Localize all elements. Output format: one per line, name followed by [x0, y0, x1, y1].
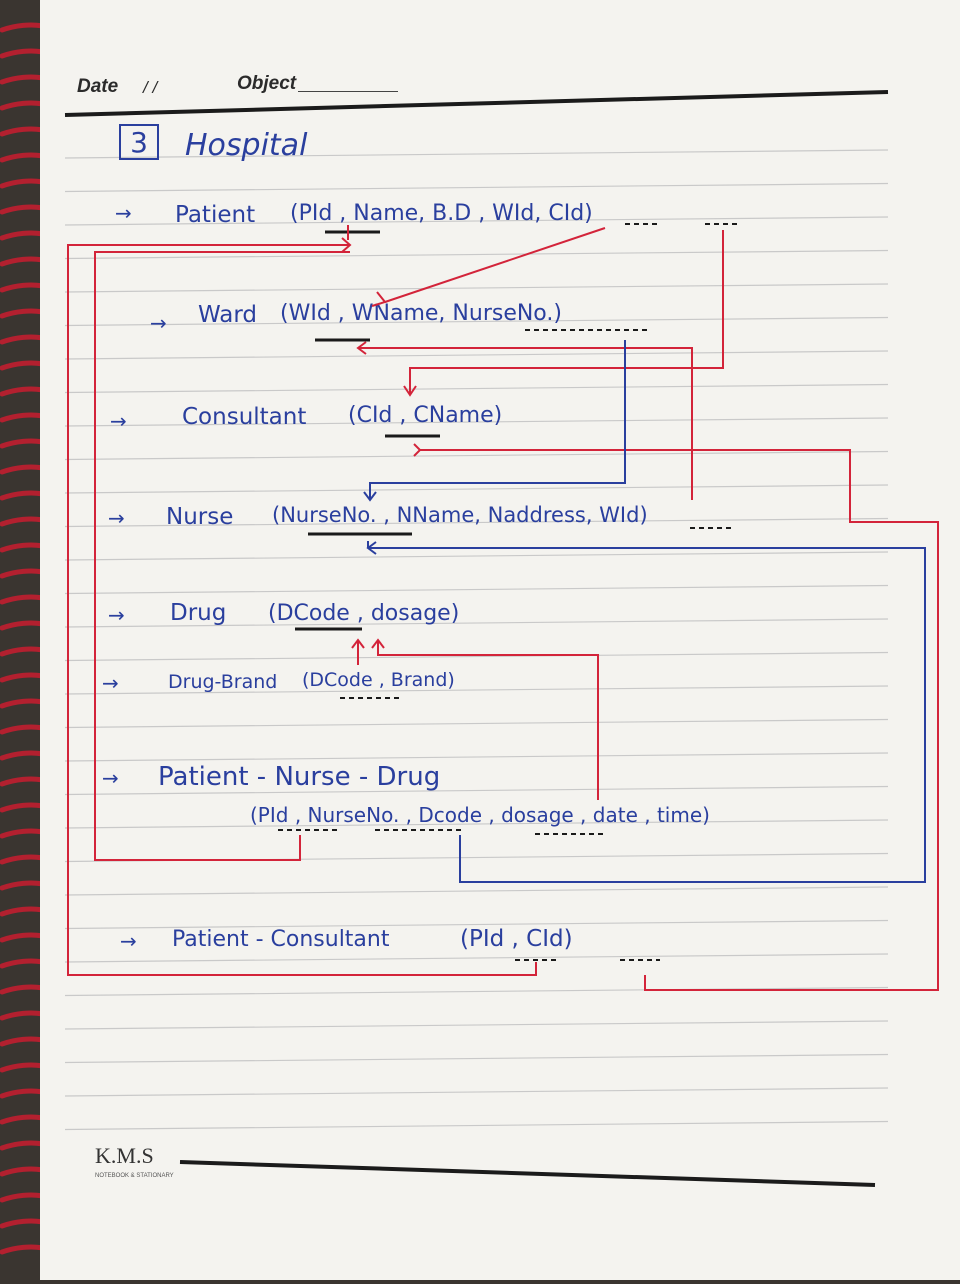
ruled-line: [64, 618, 889, 628]
ruled-line: [64, 886, 889, 896]
blue-link-lines: [363, 340, 926, 883]
relation-nurse: → Nurse (NurseNo. , NName, Naddress, WId…: [108, 503, 648, 530]
date-slashes: / /: [143, 78, 158, 97]
red-link-lines: [67, 225, 939, 991]
footer-brand: K.M.S: [95, 1143, 154, 1168]
ruled-line: [64, 149, 889, 159]
footer-rule: [179, 1160, 876, 1187]
relation-patient-consultant: → Patient - Consultant (PId , CId): [120, 926, 573, 953]
ruled-line: [64, 551, 889, 561]
object-underline: [298, 91, 398, 92]
foreign-key-underlines: [278, 223, 740, 961]
row-arrow: →: [102, 671, 119, 695]
ruled-line: [64, 1020, 889, 1030]
relation-patient-nurse-drug: → Patient - Nurse - Drug (PId , NurseNo.…: [102, 762, 710, 827]
relation-attrs: (DCode , Brand): [302, 669, 455, 691]
row-arrow: →: [120, 929, 137, 953]
relation-drug: → Drug (DCode , dosage): [108, 600, 459, 627]
primary-key-underlines: [295, 230, 440, 631]
ruled-line: [64, 450, 889, 461]
row-arrow: →: [108, 506, 125, 530]
page-drawing: 3 Hospital → Patient (PId , Name, B.D , …: [64, 90, 939, 1187]
ruled-line: [64, 249, 889, 260]
relation-name: Drug-Brand: [168, 671, 277, 693]
relation-drug-brand: → Drug-Brand (DCode , Brand): [102, 669, 455, 695]
relation-patient: → Patient (PId , Name, B.D , WId, CId): [115, 201, 593, 228]
date-label: Date: [77, 76, 119, 97]
ruled-lines: [64, 149, 889, 1131]
relation-name: Consultant: [182, 404, 306, 430]
relation-name: Drug: [170, 600, 226, 626]
relation-attrs: (NurseNo. , NName, Naddress, WId): [272, 503, 648, 527]
ruled-line: [64, 752, 889, 762]
ruled-line: [64, 517, 889, 528]
relation-consultant: → Consultant (CId , CName): [110, 403, 502, 433]
ruled-line: [64, 1087, 889, 1097]
title-number: 3: [130, 126, 148, 159]
ruled-line: [64, 316, 889, 327]
ruled-line: [64, 919, 889, 930]
relation-name: Nurse: [166, 504, 233, 530]
ruled-line: [64, 484, 889, 494]
ruled-line: [64, 216, 889, 226]
ruled-line: [64, 350, 889, 360]
relation-attrs: (PId , NurseNo. , Dcode , dosage , date …: [250, 803, 710, 827]
ruled-line: [64, 785, 889, 796]
relation-attrs: (WId , WName, NurseNo.): [280, 301, 562, 326]
title-number-box: [119, 124, 159, 160]
ruled-line: [64, 1053, 889, 1064]
ruled-line: [64, 953, 889, 963]
relation-name: Patient - Consultant: [172, 927, 390, 952]
ruled-line: [64, 986, 889, 997]
relation-attrs: (CId , CName): [348, 403, 502, 428]
ruled-line: [64, 685, 889, 695]
relation-attrs: (DCode , dosage): [268, 601, 459, 626]
ruled-line: [64, 584, 889, 595]
row-arrow: →: [110, 409, 127, 433]
object-label: Object: [237, 73, 297, 94]
title-text: Hospital: [185, 128, 308, 163]
relation-name: Patient: [175, 202, 255, 228]
relation-name: Patient - Nurse - Drug: [158, 762, 440, 792]
ruled-line: [64, 1120, 889, 1131]
relation-attrs: (PId , Name, B.D , WId, CId): [290, 201, 593, 226]
row-arrow: →: [108, 603, 125, 627]
ruled-line: [64, 417, 889, 427]
ruled-line: [64, 718, 889, 729]
ruled-line: [64, 182, 889, 193]
ruled-line: [64, 651, 889, 662]
notebook-page: 3 Hospital → Patient (PId , Name, B.D , …: [40, 0, 960, 1280]
ruled-line: [64, 383, 889, 394]
ruled-line: [64, 819, 889, 829]
relation-ward: → Ward (WId , WName, NurseNo.): [150, 301, 562, 335]
row-arrow: →: [150, 311, 167, 335]
row-arrow: →: [102, 766, 119, 790]
ruled-line: [64, 283, 889, 293]
row-arrow: →: [115, 201, 132, 225]
relation-name: Ward: [198, 302, 257, 328]
footer-tagline: NOTEBOOK & STATIONARY: [95, 1173, 174, 1179]
relation-attrs: (PId , CId): [460, 926, 573, 952]
header-rule: [64, 90, 889, 117]
